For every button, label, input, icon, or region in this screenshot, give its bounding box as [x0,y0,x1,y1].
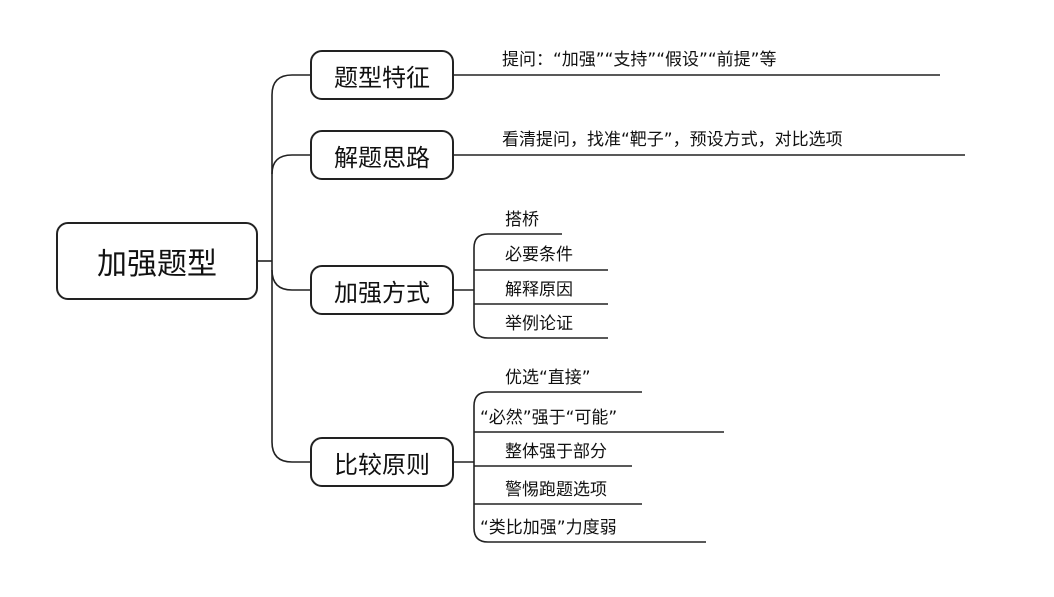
branch-label: 比较原则 [334,450,430,479]
leaf-item: 优选“直接” [505,368,591,388]
root-node: 加强题型 [56,222,258,300]
leaf-item: 举例论证 [505,314,573,334]
trunk-spine [271,74,310,463]
branch-comparison-principles: 比较原则 [310,437,454,487]
leaf-item: 整体强于部分 [505,442,607,462]
branch3-bracket [473,233,608,339]
branch-detail: 看清提问，找准“靶子”，预设方式，对比选项 [502,130,843,150]
branch-detail: 提问：“加强”“支持”“假设”“前提”等 [502,50,777,70]
branch-label: 加强方式 [334,278,430,307]
branch-label: 解题思路 [334,143,430,172]
branch4-bracket [473,391,724,543]
leaf-item: “必然”强于“可能” [480,408,618,428]
leaf-item: 必要条件 [505,245,573,265]
leaf-item: 解释原因 [505,280,573,300]
trunk-to-branch-3 [271,269,310,291]
branch-label: 题型特征 [334,63,430,92]
trunk-to-branch-2 [271,154,310,175]
branch-question-features: 题型特征 [310,50,454,100]
leaf-item: “类比加强”力度弱 [480,518,617,538]
branch-solving-approach: 解题思路 [310,130,454,180]
leaf-item: 警惕跑题选项 [505,480,607,500]
leaf-item: 搭桥 [505,210,539,230]
root-label: 加强题型 [97,247,217,282]
branch-strengthen-methods: 加强方式 [310,265,454,315]
